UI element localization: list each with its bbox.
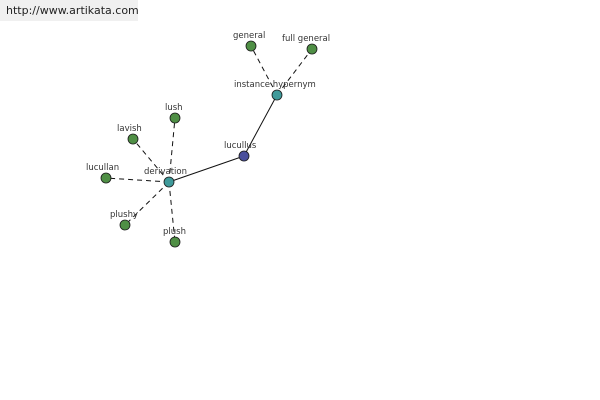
edge-instance-hypernym-full-general [276,48,313,96]
node-label-lucullus: lucullus [224,141,257,151]
node-derivation[interactable]: derivation [144,167,187,188]
node-circle-lucullan[interactable] [100,172,112,184]
node-instance-hypernym[interactable]: instance hypernym [234,80,316,101]
node-circle-lush[interactable] [169,112,181,124]
edge-lucullus-derivation [168,155,245,183]
node-lush[interactable]: lush [165,103,183,124]
node-circle-full-general[interactable] [306,43,318,55]
node-label-lush: lush [165,103,183,113]
edge-derivation-lucullan [105,177,170,183]
node-circle-instance-hypernym[interactable] [271,89,283,101]
node-label-general: general [233,31,265,41]
node-circle-lucullus[interactable] [238,150,250,162]
node-lucullan[interactable]: lucullan [86,163,119,184]
watermark-url: http://www.artikata.com [0,0,138,21]
node-plush[interactable]: plush [163,227,186,248]
node-full-general[interactable]: full general [282,34,330,55]
edge-instance-hypernym-general [250,45,278,96]
node-label-plushy: plushy [110,210,138,220]
node-circle-plushy[interactable] [119,219,131,231]
node-lucullus[interactable]: lucullus [224,141,257,162]
node-label-derivation: derivation [144,167,187,177]
nodes-layer: lucullus instance hypernym derivation gener… [86,31,330,248]
edge-lucullus-instance-hypernym [243,94,278,157]
edge-derivation-plushy [124,181,170,226]
node-circle-lavish[interactable] [127,133,139,145]
node-label-lucullan: lucullan [86,163,119,173]
node-general[interactable]: general [233,31,265,52]
edge-derivation-lush [168,117,176,183]
node-circle-general[interactable] [245,40,257,52]
edge-derivation-plush [168,181,176,243]
node-plushy[interactable]: plushy [110,210,138,231]
node-label-instance-hypernym: instance hypernym [234,80,316,90]
edge-derivation-lavish [132,138,170,183]
edges-layer [105,45,313,243]
node-label-lavish: lavish [117,124,142,134]
node-circle-derivation[interactable] [163,176,175,188]
node-lavish[interactable]: lavish [117,124,142,145]
node-label-full-general: full general [282,34,330,44]
node-label-plush: plush [163,227,186,237]
node-circle-plush[interactable] [169,236,181,248]
